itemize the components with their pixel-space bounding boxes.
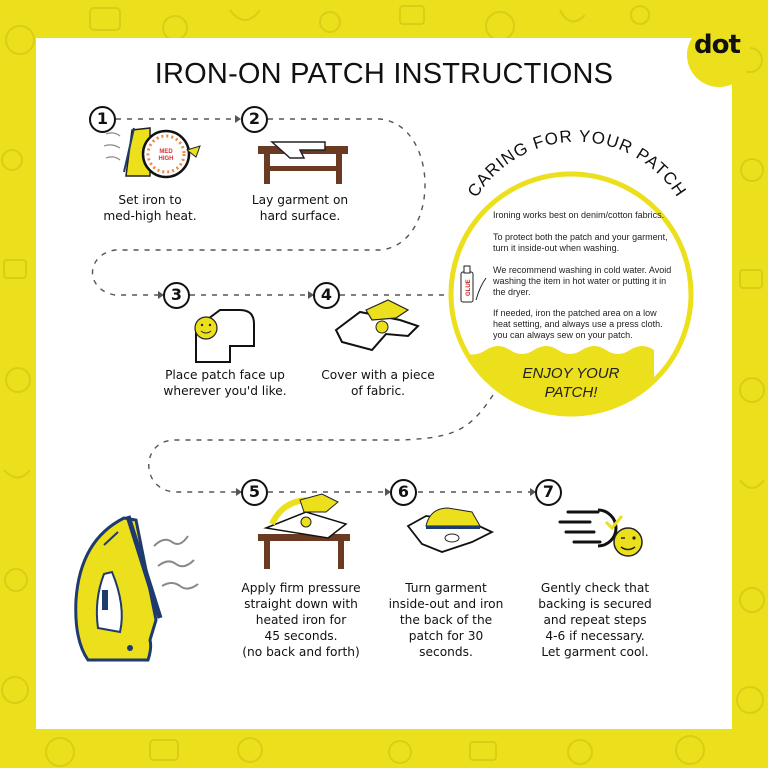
step-2-badge: 2 bbox=[241, 106, 268, 133]
care-tip-2: To protect both the patch and your garme… bbox=[493, 232, 668, 253]
iron-heat-dial-icon: MED HIGH bbox=[103, 127, 201, 179]
svg-text:MED: MED bbox=[159, 149, 173, 155]
cover-fabric-icon bbox=[334, 299, 420, 352]
step-4-badge: 4 bbox=[313, 282, 340, 309]
step-3-caption: Place patch face up wherever you'd like. bbox=[163, 368, 287, 398]
step-2-caption: Lay garment on hard surface. bbox=[251, 193, 349, 223]
dashed-path-connector bbox=[91, 118, 530, 493]
iron-inside-out-icon bbox=[406, 507, 495, 553]
page-title: IRON-ON PATCH INSTRUCTIONS bbox=[154, 58, 614, 90]
step-1-caption: Set iron to med-high heat. bbox=[103, 193, 197, 223]
step-4-caption: Cover with a piece of fabric. bbox=[321, 368, 435, 398]
glue-tube-icon: GLUE bbox=[460, 265, 487, 303]
svg-text:GLUE: GLUE bbox=[466, 279, 472, 296]
step-7-caption: Gently check that backing is secured and… bbox=[538, 581, 652, 659]
step-5-badge: 5 bbox=[241, 479, 268, 506]
arrowhead-icons bbox=[158, 115, 536, 496]
step-7-badge: 7 bbox=[535, 479, 562, 506]
step-3-badge: 3 bbox=[163, 282, 190, 309]
brand-logo: dot bbox=[694, 30, 741, 60]
care-tip-3: We recommend washing in cold water. Avoi… bbox=[493, 265, 672, 297]
step-1-badge: 1 bbox=[89, 106, 116, 133]
svg-text:HIGH: HIGH bbox=[159, 156, 174, 162]
care-tip-4: If needed, iron the patched area on a lo… bbox=[493, 308, 663, 340]
garment-on-table-icon bbox=[258, 141, 348, 184]
step-6-badge: 6 bbox=[390, 479, 417, 506]
press-iron-icon bbox=[258, 493, 350, 569]
step-5-caption: Apply firm pressure straight down with h… bbox=[241, 581, 361, 659]
step-6-caption: Turn garment inside-out and iron the bac… bbox=[388, 581, 504, 659]
care-tip-1: Ironing works best on denim/cotton fabri… bbox=[493, 210, 665, 220]
check-smiley-icon bbox=[558, 508, 643, 557]
patch-on-shirt-icon bbox=[194, 309, 255, 363]
logo-badge bbox=[687, 23, 751, 87]
large-iron-illustration bbox=[74, 515, 199, 662]
enjoy-patch-footer: ENJOY YOUR PATCH! bbox=[522, 365, 620, 401]
